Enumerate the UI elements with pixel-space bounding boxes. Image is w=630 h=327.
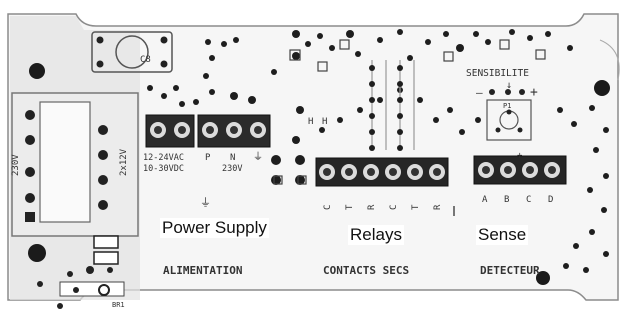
- relay-pin-1: C: [323, 205, 333, 210]
- h-mark: H: [308, 117, 313, 127]
- sensitivity-minus: —: [476, 86, 483, 99]
- relay-pads: [369, 65, 403, 151]
- power-terminal-block: [145, 114, 271, 148]
- vias: [147, 29, 609, 273]
- h-mark: H: [322, 117, 327, 127]
- pin-p-label: P: [205, 153, 211, 163]
- mounting-hole: [29, 63, 45, 79]
- relay-terminal-block: [315, 157, 449, 187]
- section-alimentation: ALIMENTATION: [163, 264, 242, 277]
- earth-symbol: ⏚: [200, 196, 211, 209]
- section-detecteur: DETECTEUR: [480, 264, 540, 277]
- relay-pin-5: T: [411, 204, 421, 210]
- board-right-notch: [599, 39, 620, 81]
- sense-pin-d: D: [548, 195, 553, 205]
- relay-pin-3: R: [367, 204, 377, 210]
- sense-pin-a: A: [482, 195, 488, 205]
- relay-pin-2: T: [345, 204, 355, 210]
- sensitivity-arrow: ↓: [506, 80, 512, 91]
- sensitivity-label: SENSIBILITE: [466, 68, 529, 79]
- power-supply-label: Power Supply: [160, 218, 269, 238]
- c8-label: C8: [140, 55, 151, 65]
- mains-230v-label: 230V: [222, 164, 242, 174]
- transformer-secondary-label: 2x12V: [119, 148, 129, 176]
- mounting-hole: [536, 271, 550, 285]
- transformer: 230V 2x12V: [11, 92, 139, 237]
- sense-pin-b: B: [504, 195, 509, 205]
- capacitor-c8: C8: [91, 31, 173, 73]
- br1-label: BR1: [112, 301, 125, 309]
- p1-label: P1: [503, 102, 511, 110]
- relay-pin-6: R: [433, 204, 443, 210]
- relays-label: Relays: [348, 225, 404, 245]
- sense-pin-c: C: [526, 195, 531, 205]
- pin-n-label: N: [230, 153, 235, 163]
- bottom-left-components: BR1: [37, 235, 125, 309]
- voltage-dc-label-2: 10-30VDC: [143, 164, 184, 174]
- transformer-primary-label: 230V: [11, 154, 21, 176]
- sense-terminal-block: [473, 155, 567, 185]
- voltage-dc-label: 12-24VAC: [143, 153, 184, 163]
- sense-label: Sense: [476, 225, 529, 245]
- mounting-hole: [28, 244, 46, 262]
- sense-plus-mark: +: [517, 151, 523, 161]
- mounting-hole: [594, 80, 610, 96]
- pin-earth-label: ⏚: [253, 151, 263, 163]
- sensitivity-plus: +: [530, 85, 538, 100]
- small-components: [273, 39, 546, 185]
- potentiometer-p1: P1: [486, 89, 532, 141]
- relay-pin-4: C: [389, 205, 399, 210]
- section-contacts: CONTACTS SECS: [323, 264, 409, 277]
